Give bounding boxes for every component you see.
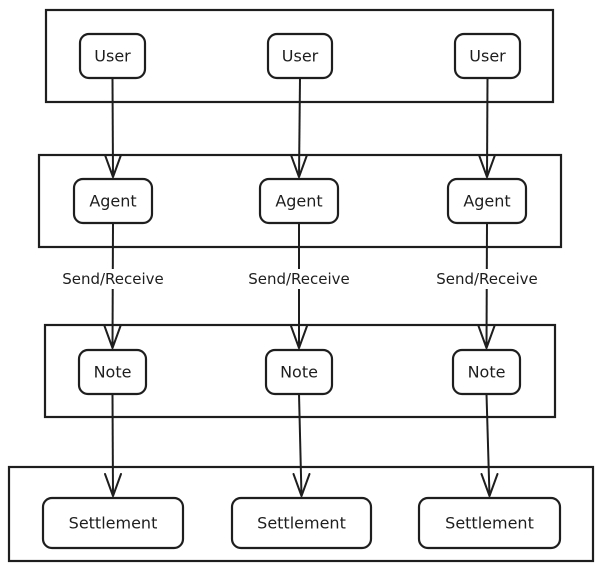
arrow-down-icon	[290, 154, 308, 178]
edge-user-layer-to-agent-layer	[478, 77, 496, 178]
arrow-down-icon	[292, 473, 311, 497]
edge-label: Send/Receive	[248, 270, 350, 288]
note-node-box	[451, 348, 522, 396]
edge-line	[486, 77, 489, 178]
agent-node-box	[258, 177, 340, 225]
agent-node-label: Agent	[463, 192, 510, 211]
note-node-label: Note	[468, 363, 506, 382]
user-node-label: User	[469, 47, 506, 66]
edge-line	[298, 77, 301, 178]
edge-line	[111, 77, 114, 178]
settlement-node[interactable]: Settlement	[41, 496, 185, 550]
user-node-label: User	[282, 47, 319, 66]
note-node-box	[264, 348, 334, 396]
edge-label-background	[243, 269, 355, 289]
arrow-down-icon	[104, 473, 122, 497]
note-node-label: Note	[280, 363, 318, 382]
user-node[interactable]: User	[266, 32, 334, 80]
user-node-label: User	[94, 47, 131, 66]
settlement-node-label: Settlement	[445, 514, 534, 533]
edge-note-layer-to-settlement-layer	[480, 393, 499, 497]
note-node-label: Note	[94, 363, 132, 382]
agent-node[interactable]: Agent	[446, 177, 528, 225]
settlement-node-box	[417, 496, 562, 550]
arrow-down-icon	[477, 325, 496, 349]
user-node[interactable]: User	[453, 32, 522, 80]
settlement-node-label: Settlement	[69, 514, 158, 533]
note-node-box	[77, 348, 148, 396]
note-node[interactable]: Note	[264, 348, 334, 396]
edge-line	[298, 393, 303, 497]
agent-node[interactable]: Agent	[258, 177, 340, 225]
settlement-node-box	[41, 496, 185, 550]
user-node-box	[266, 32, 334, 80]
agent-node-label: Agent	[89, 192, 136, 211]
edge-label: Send/Receive	[62, 270, 164, 288]
edge-label: Send/Receive	[436, 270, 538, 288]
edge-agent-layer-to-note-layer: Send/Receive	[57, 222, 169, 349]
user-node-box	[78, 32, 147, 80]
edge-line	[111, 393, 114, 497]
note-node[interactable]: Note	[451, 348, 522, 396]
arrow-down-icon	[480, 473, 499, 497]
user-node[interactable]: User	[78, 32, 147, 80]
arrow-down-icon	[290, 325, 308, 349]
edge-line	[485, 393, 491, 497]
edge-agent-layer-to-note-layer: Send/Receive	[243, 223, 355, 349]
edge-note-layer-to-settlement-layer	[292, 393, 311, 497]
edge-note-layer-to-settlement-layer	[104, 393, 122, 497]
agent-node-label: Agent	[275, 192, 322, 211]
user-node-box	[453, 32, 522, 80]
edge-user-layer-to-agent-layer	[290, 77, 308, 178]
arrow-down-icon	[478, 154, 496, 178]
agent-node-box	[72, 177, 154, 225]
settlement-node-box	[230, 496, 373, 550]
edge-label-background	[57, 269, 169, 289]
agent-node[interactable]: Agent	[72, 177, 154, 225]
note-node[interactable]: Note	[77, 348, 148, 396]
arrow-down-icon	[104, 154, 122, 178]
arrow-down-icon	[103, 325, 122, 349]
settlement-node-label: Settlement	[257, 514, 346, 533]
edge-agent-layer-to-note-layer: Send/Receive	[431, 222, 543, 349]
edge-label-background	[431, 269, 543, 289]
settlement-node[interactable]: Settlement	[230, 496, 373, 550]
agent-node-box	[446, 177, 528, 225]
settlement-node[interactable]: Settlement	[417, 496, 562, 550]
edge-user-layer-to-agent-layer	[104, 77, 122, 178]
